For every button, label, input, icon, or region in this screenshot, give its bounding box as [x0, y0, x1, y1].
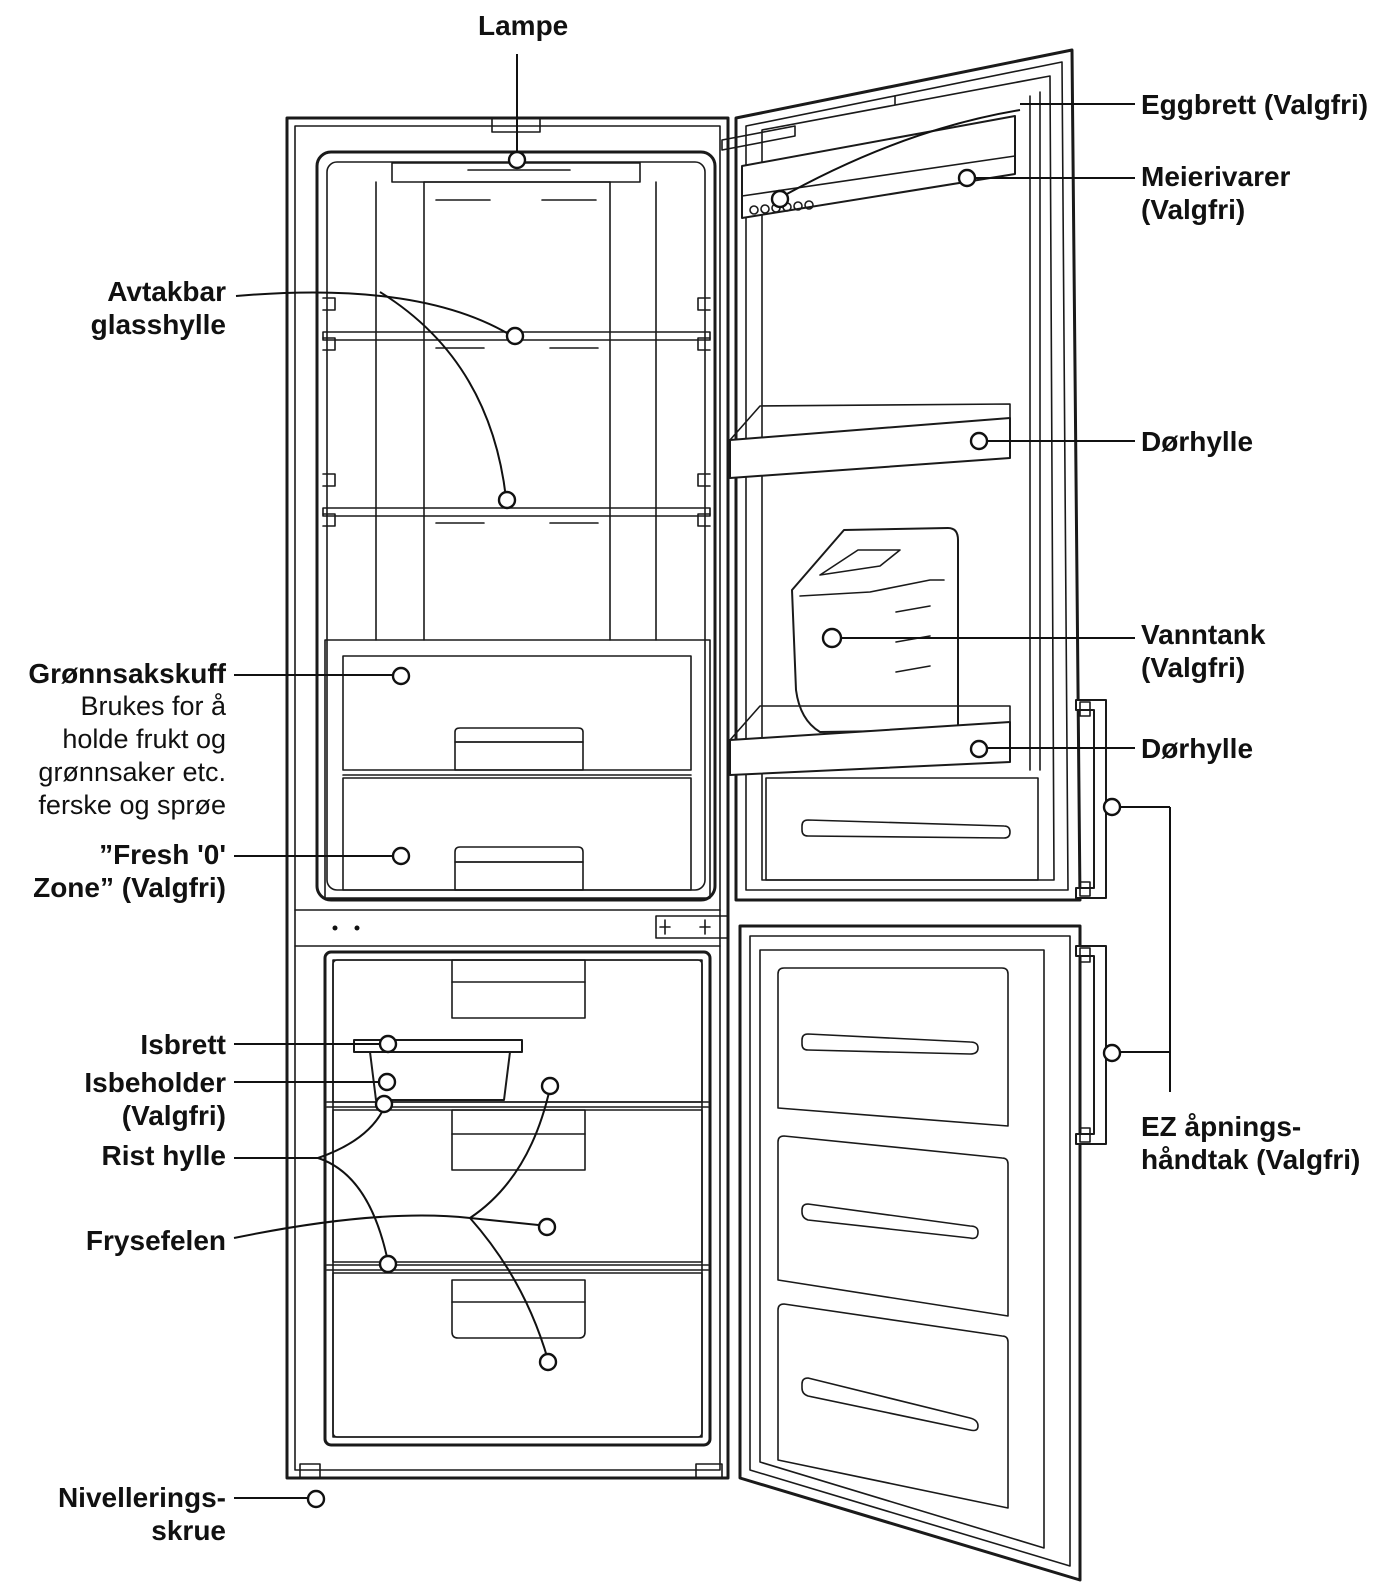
- freezer-door: [740, 926, 1080, 1580]
- label-crisper-title: Grønnsakskuff: [28, 657, 226, 690]
- label-dairy: Meierivarer (Valgfri): [1141, 160, 1290, 226]
- label-glass-shelf-line2: glasshylle: [91, 308, 226, 341]
- label-wire-shelf: Rist hylle: [102, 1139, 226, 1172]
- label-fresh-zone-line1: ”Fresh '0': [33, 838, 226, 871]
- label-dairy-line2: (Valgfri): [1141, 193, 1290, 226]
- cabinet: [287, 118, 728, 1478]
- label-water-tank-line1: Vanntank: [1141, 618, 1265, 651]
- label-water-tank: Vanntank (Valgfri): [1141, 618, 1265, 684]
- label-crisper-desc-1: Brukes for å: [28, 690, 226, 723]
- label-ez-handle-line2: håndtak (Valgfri): [1141, 1143, 1360, 1176]
- freezer-compartment: [325, 952, 710, 1445]
- label-egg-tray: Eggbrett (Valgfri): [1141, 88, 1368, 121]
- label-leveling-line2: skrue: [58, 1514, 226, 1547]
- label-leveling-screw: Nivellerings- skrue: [58, 1481, 226, 1547]
- label-glass-shelf: Avtakbar glasshylle: [91, 275, 226, 341]
- label-crisper-desc-3: grønnsaker etc.: [28, 756, 226, 789]
- label-ice-tray: Isbrett: [140, 1028, 226, 1061]
- label-fresh-zone-line2: Zone” (Valgfri): [33, 871, 226, 904]
- label-leveling-line1: Nivellerings-: [58, 1481, 226, 1514]
- fridge-compartment: [317, 152, 715, 900]
- label-fresh-zone: ”Fresh '0' Zone” (Valgfri): [33, 838, 226, 904]
- label-lamp: Lampe: [478, 9, 568, 42]
- label-ice-bin-line1: Isbeholder: [84, 1066, 226, 1099]
- label-crisper-desc-4: ferske og sprøe: [28, 789, 226, 822]
- label-water-tank-line2: (Valgfri): [1141, 651, 1265, 684]
- label-door-shelf-bottom: Dørhylle: [1141, 732, 1253, 765]
- label-ice-bin: Isbeholder (Valgfri): [84, 1066, 226, 1132]
- label-freezer-drawer: Frysefelen: [86, 1224, 226, 1257]
- label-dairy-line1: Meierivarer: [1141, 160, 1290, 193]
- label-crisper: Grønnsakskuff Brukes for å holde frukt o…: [28, 657, 226, 822]
- label-ez-handle: EZ åpnings- håndtak (Valgfri): [1141, 1110, 1360, 1176]
- label-glass-shelf-line1: Avtakbar: [91, 275, 226, 308]
- label-ez-handle-line1: EZ åpnings-: [1141, 1110, 1360, 1143]
- label-door-shelf-top: Dørhylle: [1141, 425, 1253, 458]
- ice-tray-drawing: [354, 1040, 522, 1100]
- label-ice-bin-line2: (Valgfri): [84, 1099, 226, 1132]
- label-crisper-desc-2: holde frukt og: [28, 723, 226, 756]
